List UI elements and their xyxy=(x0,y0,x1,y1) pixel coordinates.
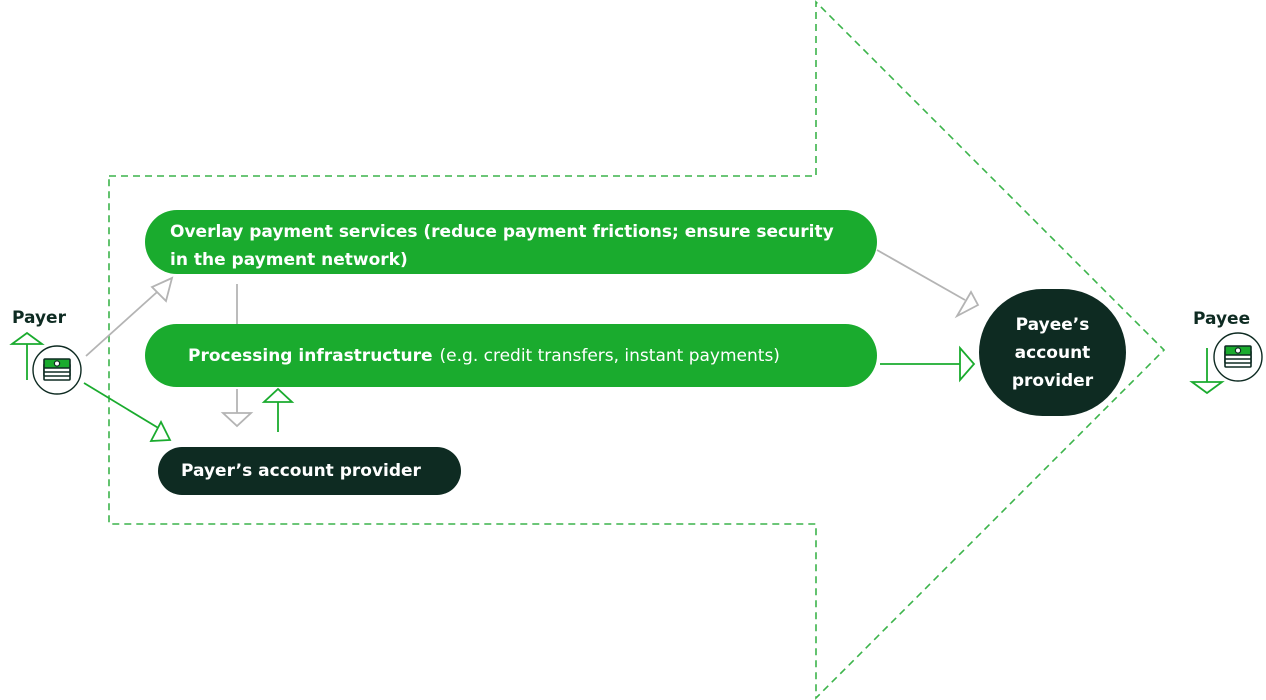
processing-infrastructure-detail: (e.g. credit transfers, instant payments… xyxy=(439,345,780,366)
payee-account-provider-line1: Payee’s xyxy=(1015,314,1090,335)
processing-infrastructure-title: Processing infrastructure xyxy=(188,345,433,366)
payee-down-arrow-icon xyxy=(1189,348,1225,395)
overlay-services-line1: Overlay payment services (reduce payment… xyxy=(170,222,834,242)
payer-account-provider-box: Payer’s account provider xyxy=(158,447,461,495)
payee-account-provider-box: Payee’s account provider xyxy=(979,289,1126,416)
payer-up-arrow-icon xyxy=(9,331,45,380)
payee-cash-icon xyxy=(1213,332,1263,382)
arrow-payer-to-overlay xyxy=(85,276,174,357)
payer-label: Payer xyxy=(12,308,66,328)
arrow-overlay-down xyxy=(220,284,254,428)
overlay-services-box: Overlay payment services (reduce payment… xyxy=(145,210,877,274)
payee-account-provider-line2: account xyxy=(1014,342,1091,363)
payer-cash-icon xyxy=(32,345,82,395)
scope-arrow-outline xyxy=(108,0,1166,700)
payer-account-provider-label: Payer’s account provider xyxy=(181,461,421,481)
processing-infrastructure-box: Processing infrastructure (e.g. credit t… xyxy=(145,324,877,387)
arrow-processing-to-payee-provider xyxy=(880,345,976,383)
payee-label: Payee xyxy=(1193,309,1251,329)
arrow-provider-up xyxy=(261,387,295,432)
payee-account-provider-line3: provider xyxy=(1011,370,1094,391)
arrow-payer-to-provider xyxy=(83,382,172,442)
arrow-overlay-to-payee-provider xyxy=(876,249,980,319)
overlay-services-line2: in the payment network) xyxy=(170,250,408,270)
